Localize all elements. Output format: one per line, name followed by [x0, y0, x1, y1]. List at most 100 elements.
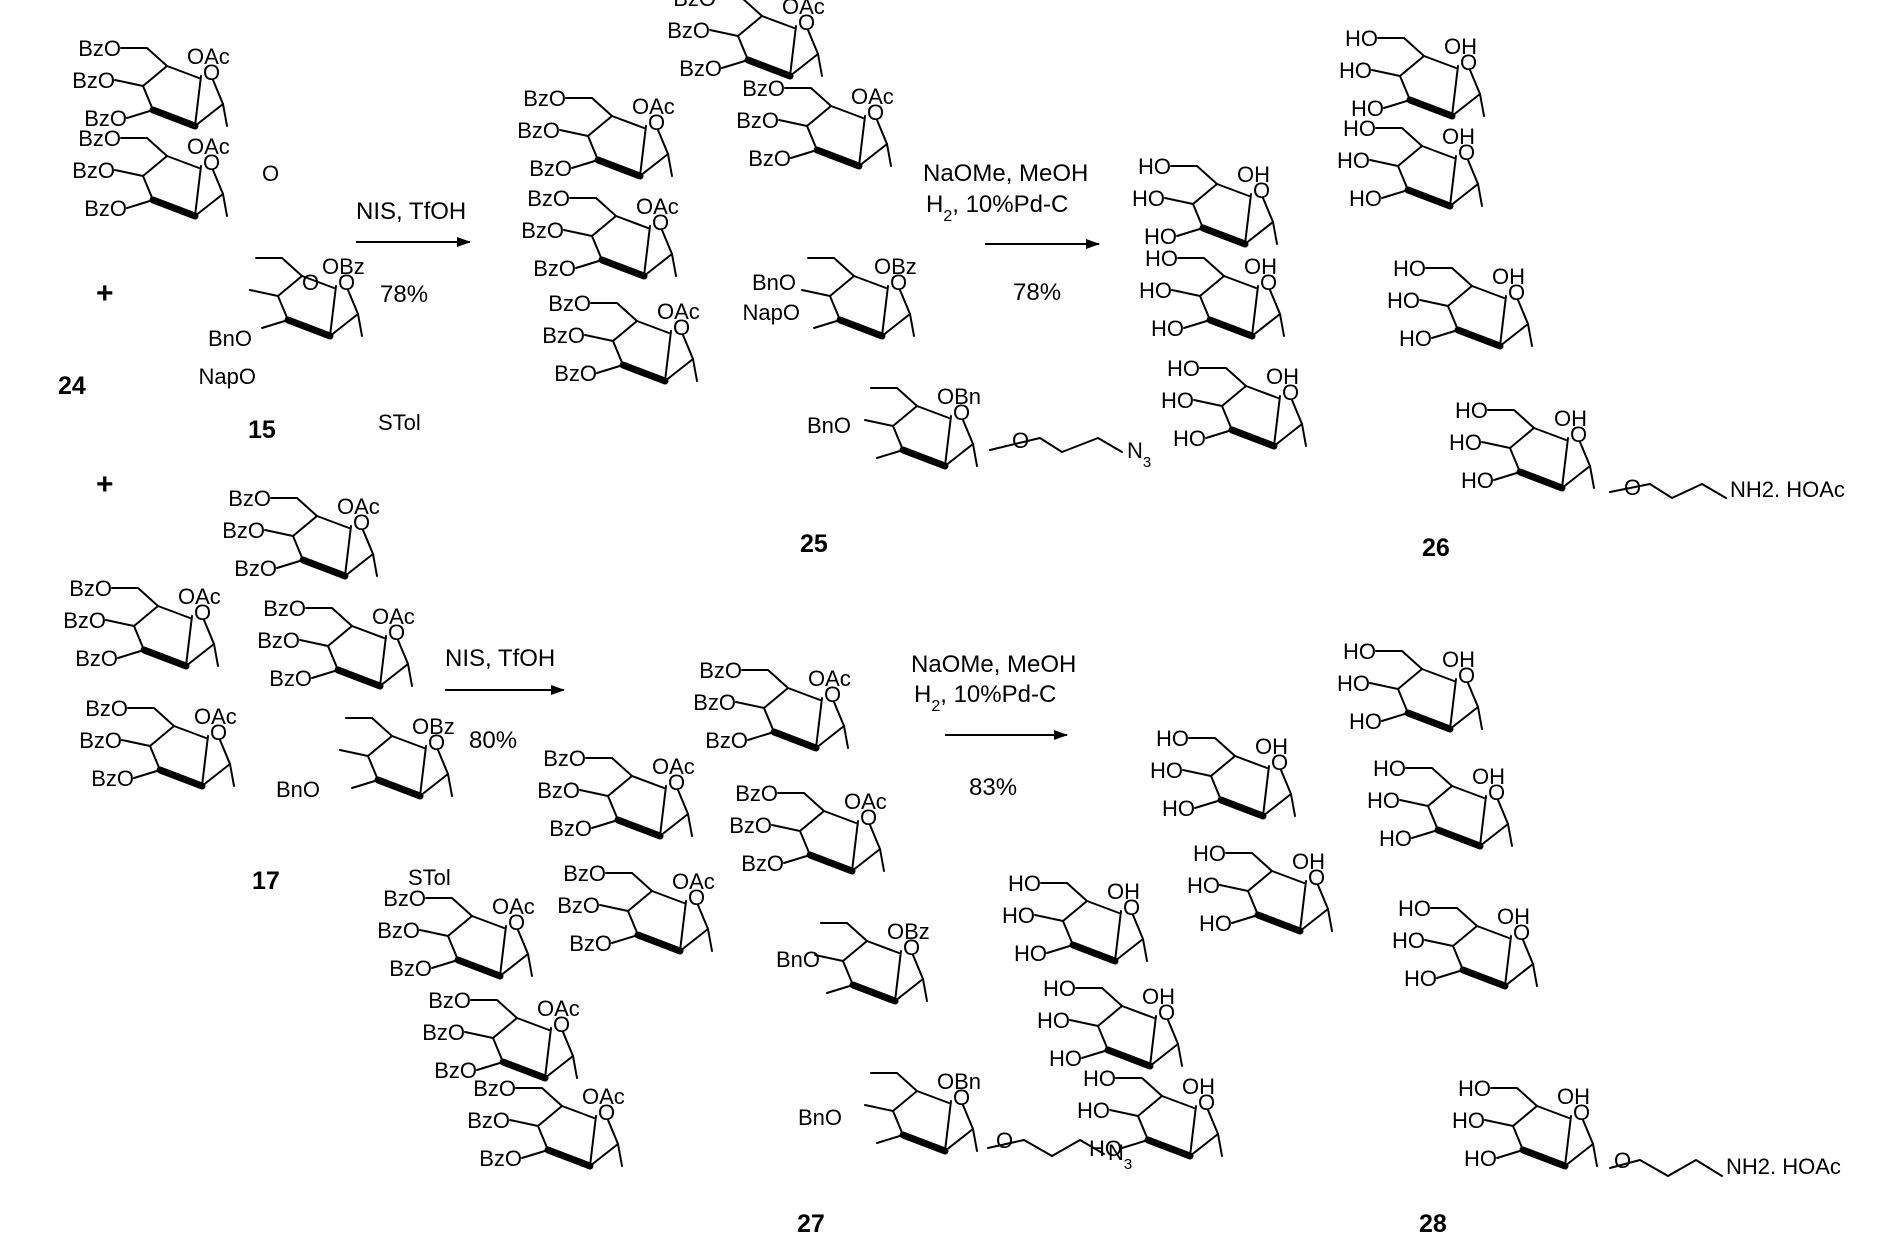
c3-substituent: HO [1199, 911, 1232, 936]
c3-substituent: BzO [434, 1058, 477, 1083]
c6-substituent: BzO [699, 658, 742, 683]
c2-substituent: OAc [844, 789, 887, 814]
yield-3: 80% [469, 727, 517, 754]
c4-substituent: HO [1187, 873, 1220, 898]
c2-substituent: OBz [412, 714, 455, 739]
c2-substituent: OAc [672, 869, 715, 894]
c4-benzyl-27b: BnO [798, 1105, 842, 1130]
c3-substituent: BzO [75, 646, 118, 671]
c4-substituent: BzO [72, 158, 115, 183]
linker-oxygen-25: O [1012, 428, 1029, 453]
ring-oxygen: O [388, 620, 405, 645]
ring-oxygen: O [1123, 895, 1140, 920]
ring-oxygen: O [1460, 50, 1477, 75]
yield-4: 83% [969, 774, 1017, 801]
ring-oxygen: O [353, 510, 370, 535]
c6-substituent: HO [1008, 871, 1041, 896]
c2-substituent: OH [1182, 1074, 1215, 1099]
c4-substituent: HO [1339, 58, 1372, 83]
linker-oxygen-26: O [1624, 475, 1641, 500]
c4-substituent: BzO [517, 118, 560, 143]
c2-substituent: OAc [337, 494, 380, 519]
c4-substituent: HO [1452, 1108, 1485, 1133]
c3-substituent: BzO [479, 1146, 522, 1171]
c4-substituent: BzO [557, 893, 600, 918]
c4-substituent: BzO [257, 628, 300, 653]
reaction-arrow-2: NaOMe, MeOH H2, 10%Pd-C 78% [923, 160, 1100, 306]
c6-substituent: BzO [543, 746, 586, 771]
c2-substituent: OAc [492, 894, 535, 919]
c6-substituent: BzO [85, 696, 128, 721]
c4-substituent: HO [1392, 928, 1425, 953]
c4-substituent: BzO [377, 918, 420, 943]
ring-oxygen: O [652, 210, 669, 235]
c2-substituent: OAc [652, 754, 695, 779]
c3-napthyl-25: NapO [743, 300, 800, 325]
c6-substituent: HO [1138, 154, 1171, 179]
ring-oxygen: O [1573, 1100, 1590, 1125]
plus-sign-2: + [96, 468, 114, 501]
c2-substituent: OAc [808, 666, 851, 691]
c3-substituent: BzO [91, 766, 134, 791]
c3-substituent: HO [1399, 326, 1432, 351]
c4-benzyl-27: BnO [776, 947, 820, 972]
c4-substituent: BzO [79, 728, 122, 753]
ring-oxygen: O [867, 100, 884, 125]
c6-substituent: BzO [563, 861, 606, 886]
c2-substituent: OAc [782, 0, 825, 19]
c6-substituent: HO [1343, 639, 1376, 664]
glycosidic-oxygen-label: O [302, 270, 319, 295]
c2-substituent: OBz [322, 254, 365, 279]
amine-salt-26: NH2. HOAc [1730, 477, 1845, 502]
ring-oxygen: O [668, 770, 685, 795]
c3-substituent: HO [1464, 1146, 1497, 1171]
plus-sign-1: + [96, 277, 114, 310]
c3-substituent: BzO [529, 156, 572, 181]
compound-label-28: 28 [1419, 1210, 1447, 1238]
c6-substituent: HO [1455, 398, 1488, 423]
c4-benzyl: BnO [208, 326, 252, 351]
c6-substituent: HO [1343, 116, 1376, 141]
ring-oxygen: O [1271, 750, 1288, 775]
yield-1: 78% [380, 281, 428, 308]
azide-25: N3 [1127, 438, 1151, 471]
c3-substituent: HO [1089, 1136, 1122, 1161]
compound-label-17: 17 [252, 867, 280, 895]
c2-substituent: OAc [372, 604, 415, 629]
c2-substituent: OH [1142, 984, 1175, 1009]
reagents-1: NIS, TfOH [356, 198, 466, 225]
c2-substituent: OH [1444, 34, 1477, 59]
c6-substituent: HO [1393, 256, 1426, 281]
c2-substituent: OBn [937, 384, 981, 409]
ring-oxygen: O [1488, 780, 1505, 805]
c6-substituent: HO [1458, 1076, 1491, 1101]
reagents-2a: NaOMe, MeOH [923, 160, 1088, 187]
c2-substituent: OAc [537, 996, 580, 1021]
c3-substituent: HO [1173, 426, 1206, 451]
c4-benzyl-25b: BnO [807, 413, 851, 438]
ring-oxygen: O [1260, 270, 1277, 295]
c3-substituent: BzO [84, 196, 127, 221]
c4-substituent: BzO [667, 18, 710, 43]
c3-substituent: BzO [741, 851, 784, 876]
ring-oxygen: O [338, 270, 355, 295]
ring-oxygen: O [824, 682, 841, 707]
c3-substituent: BzO [234, 556, 277, 581]
c6-substituent: BzO [78, 126, 121, 151]
ring-oxygen: O [860, 805, 877, 830]
yield-2: 78% [1013, 279, 1061, 306]
ring-oxygen: O [1198, 1090, 1215, 1115]
c6-substituent: BzO [673, 0, 716, 11]
